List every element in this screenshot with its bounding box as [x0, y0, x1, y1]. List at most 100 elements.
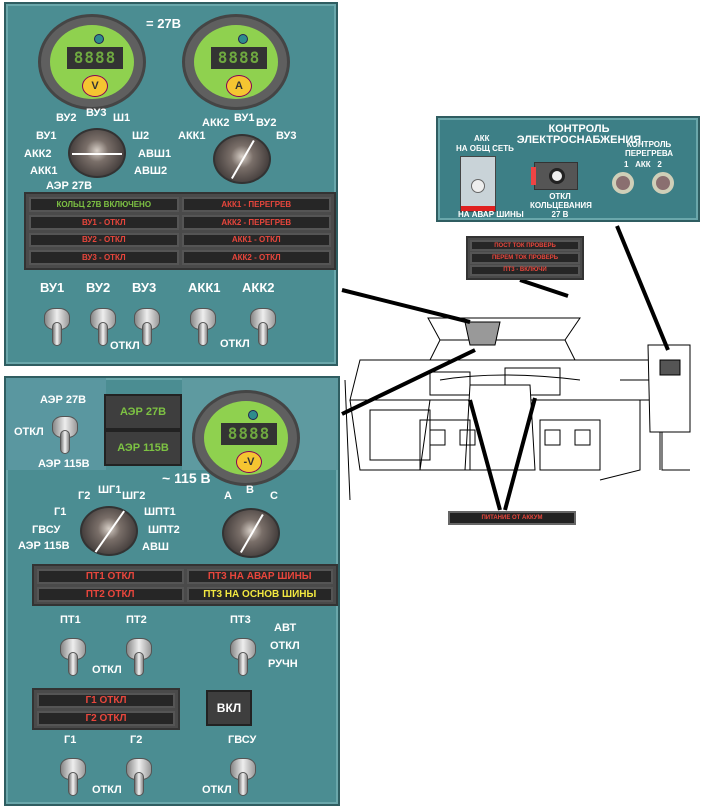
overheat-label: КОНТРОЛЬ ПЕРЕГРЕВА	[624, 140, 674, 158]
phase-label: C	[270, 490, 278, 502]
ac-power-panel: АЭР 27В ОТКЛ АЭР 115В АЭР 27В АЭР 115В 8…	[4, 376, 340, 806]
ac-voltmeter: 8888 -V	[192, 390, 300, 486]
selector-label: АКК1	[178, 130, 206, 142]
screw-icon	[94, 34, 104, 44]
overheat-lamp-1	[612, 172, 634, 194]
akk-label: НА АВАР ШИНЫ	[458, 210, 524, 219]
off-label: ОТКЛ	[202, 784, 232, 796]
annunciator: ВУ1 - ОТКЛ	[29, 214, 179, 230]
annunciator: Г2 ОТКЛ	[37, 711, 175, 726]
phase-label: A	[224, 490, 232, 502]
annunciator: АКК2 - ПЕРЕГРЕВ	[181, 214, 331, 230]
selector-label: АЭР 115В	[18, 540, 70, 552]
control-panel-title: КОНТРОЛЬ ЭЛЕКТРОСНАБЖЕНИЯ	[516, 123, 642, 146]
pt3-mode-label: РУЧН	[268, 658, 298, 670]
switch-label: ПТ2	[126, 614, 147, 626]
generator-annunciator-panel: Г1 ОТКЛ Г2 ОТКЛ	[32, 688, 180, 730]
battery-bus-switch[interactable]	[460, 156, 496, 212]
apu-27v-label: АЭР 27В	[40, 394, 87, 406]
annunciator: ПОСТ ТОК ПРОВЕРЬ	[470, 240, 580, 252]
toggle-akk2[interactable]	[250, 302, 276, 348]
off-label: ОТКЛ	[220, 338, 250, 350]
annunciator: ПТ3 НА АВАР ШИНЫ	[186, 569, 333, 584]
off-label: ОТКЛ	[92, 784, 122, 796]
selector-label: ВУ2	[256, 117, 277, 129]
annunciator: ВУ2 - ОТКЛ	[29, 232, 179, 248]
switch-label: ВУ1	[40, 280, 65, 295]
on-button[interactable]: ВКЛ	[206, 690, 252, 726]
selector-label: АЭР 27В	[46, 180, 93, 192]
selector-label: АВШ2	[134, 165, 168, 177]
toggle-vu1[interactable]	[44, 302, 70, 348]
switch-label: ГВСУ	[228, 734, 257, 746]
dc-power-panel: = 27В 8888 V 8888 A ВУ2 ВУ3 Ш1 ВУ1 Ш2 АК…	[4, 2, 338, 366]
annunciator: ПТ3 НА ОСНОВ ШИНЫ	[186, 587, 333, 602]
apu-115v-label: АЭР 115В	[38, 458, 90, 470]
annunciator: Г1 ОТКЛ	[37, 693, 175, 708]
toggle-g2[interactable]	[126, 752, 152, 798]
apu-115v-lamp: АЭР 115В	[104, 430, 182, 466]
phase-label: B	[246, 484, 254, 496]
test-annunciator-panel: ПОСТ ТОК ПРОВЕРЬ ПЕРЕМ ТОК ПРОВЕРЬ ПТ3 -…	[466, 236, 584, 280]
dc-voltage-label: = 27В	[146, 16, 182, 31]
dc-voltage-selector-knob[interactable]	[68, 128, 126, 178]
ammeter: 8888 A	[182, 14, 290, 110]
toggle-pt3[interactable]	[230, 632, 256, 678]
pt3-mode-label: АВТ	[274, 622, 297, 634]
toggle-vu2[interactable]	[90, 302, 116, 348]
battery-power-annunciator: ПИТАНИЕ ОТ АККУМ	[448, 511, 576, 525]
selector-label: Г2	[78, 490, 91, 502]
annunciator: ПТ1 ОТКЛ	[37, 569, 184, 584]
selector-label: ВУ2	[56, 112, 77, 124]
ac-volt-unit-badge: -V	[236, 451, 262, 473]
selector-label: АКК1	[30, 165, 58, 177]
ring-off-label: ОТКЛ КОЛЬЦЕВАНИЯ 27 В	[530, 192, 592, 219]
selector-label: Ш1	[113, 112, 131, 124]
selector-label: ШГ1	[98, 484, 122, 496]
switch-label: АКК1	[188, 280, 221, 295]
selector-label: ВУ1	[36, 130, 57, 142]
voltmeter: 8888 V	[38, 14, 146, 110]
ac-voltmeter-display: 8888	[221, 423, 277, 445]
ammeter-display: 8888	[211, 47, 267, 69]
pt3-mode-label: ОТКЛ	[270, 640, 300, 652]
selector-label: ШПТ2	[148, 524, 180, 536]
switch-label: АКК2	[242, 280, 275, 295]
selector-label: ГВСУ	[32, 524, 61, 536]
off-label: ОТКЛ	[110, 340, 140, 352]
ac-annunciator-panel: ПТ1 ОТКЛ ПТ3 НА АВАР ШИНЫ ПТ2 ОТКЛ ПТ3 Н…	[32, 564, 338, 606]
apu-off-label: ОТКЛ	[14, 426, 44, 438]
apu-toggle[interactable]	[52, 416, 78, 462]
annunciator: АКК2 - ОТКЛ	[181, 250, 331, 265]
annunciator: ПЕРЕМ ТОК ПРОВЕРЬ	[470, 252, 580, 264]
toggle-akk1[interactable]	[190, 302, 216, 348]
switch-label: ПТ1	[60, 614, 81, 626]
amp-unit-badge: A	[226, 75, 252, 97]
selector-label: АВШ1	[138, 148, 172, 160]
ac-voltage-label: ~ 115 В	[162, 470, 211, 486]
overheat-lamp-2	[652, 172, 674, 194]
selector-label: ШГ2	[122, 490, 146, 502]
dc-current-selector-knob[interactable]	[213, 134, 271, 184]
annunciator: АКК1 - ПЕРЕГРЕВ	[181, 197, 331, 212]
phase-selector-knob[interactable]	[222, 508, 280, 558]
toggle-pt1[interactable]	[60, 632, 86, 678]
toggle-g1[interactable]	[60, 752, 86, 798]
toggle-pt2[interactable]	[126, 632, 152, 678]
apu-27v-lamp: АЭР 27В	[104, 394, 182, 430]
dc-annunciator-panel: КОЛЬЦ 27В ВКЛЮЧЕНО АКК1 - ПЕРЕГРЕВ ВУ1 -…	[24, 192, 336, 270]
ac-voltage-selector-knob[interactable]	[80, 506, 138, 556]
annunciator: ВУ3 - ОТКЛ	[29, 250, 179, 265]
toggle-gvsu[interactable]	[230, 752, 256, 798]
selector-label: АКК2	[202, 117, 230, 129]
annunciator: АКК1 - ОТКЛ	[181, 232, 331, 248]
screw-icon	[248, 410, 258, 420]
annunciator: ПТ2 ОТКЛ	[37, 587, 184, 602]
toggle-vu3[interactable]	[134, 302, 160, 348]
ring-off-button[interactable]	[531, 162, 578, 190]
selector-label: АВШ	[142, 541, 169, 553]
power-control-panel: КОНТРОЛЬ ЭЛЕКТРОСНАБЖЕНИЯ АКК НА ОБЩ СЕТ…	[436, 116, 700, 222]
selector-label: АКК2	[24, 148, 52, 160]
selector-label: ВУ3	[276, 130, 297, 142]
